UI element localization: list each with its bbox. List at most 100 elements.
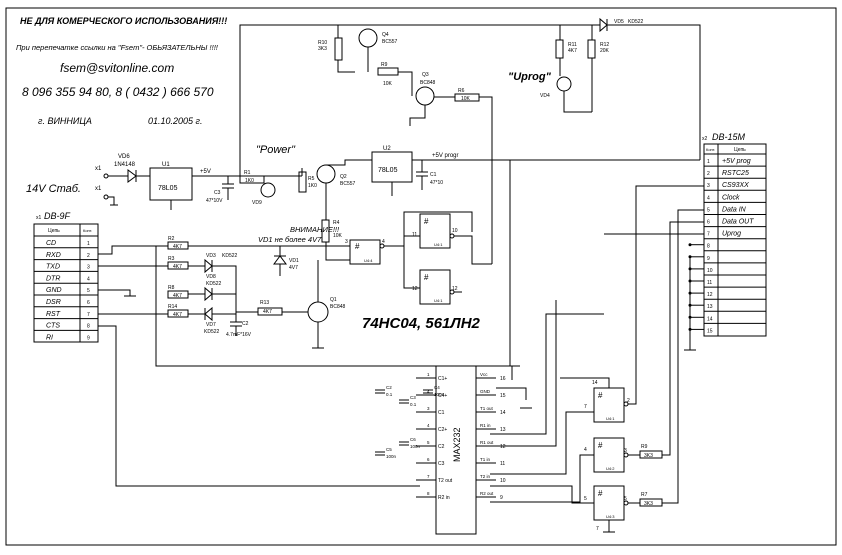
max232-pin-number: 13 [500,427,506,433]
db15-col-name: Цепь [734,147,746,153]
db15-pin-number: 12 [707,292,713,298]
max232-pin-name: Vcc [480,372,488,377]
db15-pin-number: 6 [707,220,710,226]
q3-label: Q3 [422,72,429,78]
r3-value-label: 4K7 [173,264,182,270]
max232-pin-number: 16 [500,376,506,382]
header-phones: 8 096 355 94 80, 8 ( 0432 ) 666 570 [22,85,214,99]
db9-pin-name: CD [46,240,56,247]
r8-value-label: 4K7 [173,293,182,299]
vd1-value-label: 4V7 [289,265,298,271]
resistor-r11 [555,39,564,59]
gate-4-in-pin: 7 [584,404,587,410]
transistor-q2-icon [316,164,336,184]
gate-3-part: U4:1 [434,298,443,303]
zener-vd1-icon [273,246,287,276]
gate-2-symbol: # [424,217,429,226]
c2-value-label: 4.7mF*16V [226,332,252,338]
gate-3-symbol: # [424,273,429,282]
max232-body [435,365,477,535]
r12-value-label: 20K [600,48,610,54]
top-circuit: R10 3K3 Q4 BC557 R9 10K Q3 BC848 R6 10K … [239,17,701,264]
capacitor-label: C3 [410,395,416,400]
u2-label: U2 [383,146,391,152]
vd6-type-label: 1N4148 [114,162,136,168]
max232-pin-number: 6 [427,457,430,462]
db9-pin-number: 9 [87,335,90,341]
db9-pin-name: RI [46,334,53,341]
max232-pin-number: 7 [427,474,430,479]
max232-pin-name: C1+ [438,376,447,382]
logic-gates: # U4:4 3 4 # U4:1 11 10 # U4:1 12 12 # U… [345,185,704,533]
gate-4-symbol: # [598,391,603,400]
header-date: 01.10.2005 г. [148,116,202,126]
gate-5-in-pin: 4 [584,447,587,453]
r5-value-label: 1K0 [308,183,317,189]
gate-4-out-pin: 2 [627,398,630,404]
diode-vd7-icon [204,306,213,322]
max232-pin-number: 3 [427,406,430,411]
r10-label: R10 [318,40,327,46]
db15-pin-number: 14 [707,316,713,322]
r10-value-label: 3K3 [318,46,327,52]
db9-pin-number: 8 [87,324,90,330]
c3-value-label: 47*10V [206,198,223,204]
r11-label: R11 [568,42,577,48]
q1-label: Q1 [330,297,337,303]
db15-pin-number: 13 [707,304,713,310]
db15-pin-number: 11 [707,280,712,286]
capacitor-value: 0.1 [410,402,417,407]
max232-pin-name: GND [480,389,491,394]
capacitor-value: 0.1 [386,392,393,397]
r6-label: R6 [458,88,465,94]
db9-pin-name: DTR [46,275,60,282]
gate-2-part: U4:1 [434,242,443,247]
q1-type-label: BC848 [330,304,346,310]
vd7-type-label: KD522 [204,329,220,335]
db15-pin-number: 3 [707,183,710,189]
r14-label: R14 [168,304,177,310]
c2-label: C2 [242,321,249,327]
gate-6-part: U4:3 [606,514,615,519]
vd4-label: VD4 [540,93,550,99]
resistor-r1 [239,175,265,184]
r1-label: R1 [244,170,251,176]
header-block: НЕ ДЛЯ КОМЕРЧЕСКОГО ИСПОЛЬЗОВАНИЯ!!! При… [16,16,227,126]
max232-pin-number: 10 [500,478,506,484]
max232-pin-name: C2+ [438,427,447,433]
gate-3-out-pin: 12 [452,286,458,292]
gate-1-out-pin: 4 [382,239,385,245]
db15-title: DB-15M [712,132,746,142]
vd1-note-label: VD1 не более 4V7 [258,235,322,244]
db9-pin-number: 7 [87,312,90,318]
max232-pin-name: T2 out [438,478,453,484]
diode-vd6-icon [127,169,137,183]
capacitor-label: C6 [410,437,416,442]
power-led-label: "Power" [256,144,296,156]
max232-pin-number: 5 [427,440,430,445]
db15-pin-number: 10 [707,268,713,274]
vd9-label: VD9 [252,200,262,206]
diode-vd8-icon [204,286,213,302]
max232-pin-name: C3 [438,461,445,467]
led-vd9-icon [260,182,276,198]
vd5-type-label: KD522 [628,19,644,25]
power-input: 14V Стаб. x1 x1 VD6 1N4148 U1 78L05 +5V … [26,144,302,210]
gate-6-out-pin: 5 [624,496,627,502]
transistor-q1-icon [307,301,329,323]
max232-pin-number: 1 [427,372,430,377]
c1-label: C1 [430,172,437,178]
power-pin2-label: x1 [95,186,102,192]
db15-col-num: Конт. [706,147,715,152]
r7-value-label: 3K3 [644,501,653,507]
db9-pin-number: 5 [87,288,90,294]
c1-value-label: 47*10 [430,180,443,186]
plus5v-label: +5V [200,169,211,175]
db15-pin-number: 9 [707,256,710,262]
r1-value-label: 1K0 [245,178,254,184]
max232-pin-number: 4 [427,423,430,428]
max232-pin-name: R1 in [480,423,491,428]
